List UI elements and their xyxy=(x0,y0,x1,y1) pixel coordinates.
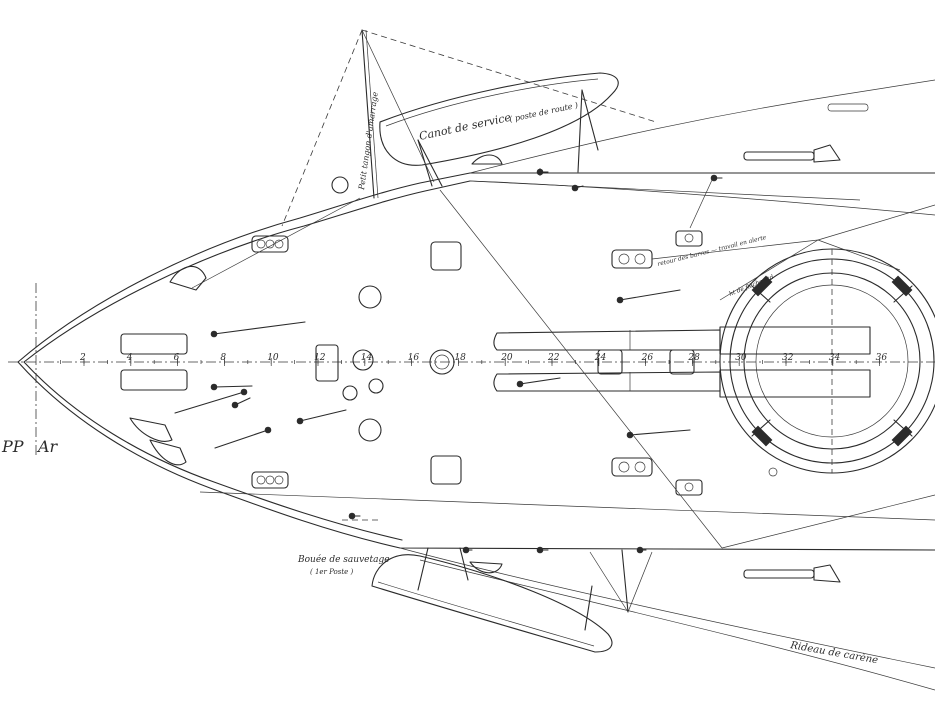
frame-number: 26 xyxy=(641,353,654,363)
fitting-head xyxy=(210,383,218,391)
hull-outline xyxy=(17,79,935,691)
fitting-rod xyxy=(299,409,347,422)
frame-number: 6 xyxy=(174,353,180,363)
frame-number: 8 xyxy=(220,353,226,363)
frame-number: 36 xyxy=(876,353,888,363)
anchor-gear xyxy=(129,154,503,574)
deck-fittings xyxy=(174,168,723,554)
fitting-head xyxy=(348,512,356,520)
frame-number: 14 xyxy=(361,353,373,363)
pp-label: PP xyxy=(1,437,24,456)
fitting-rod xyxy=(174,391,245,414)
frame-number: 16 xyxy=(408,353,420,363)
fitting-head xyxy=(462,546,470,554)
fitting-rod xyxy=(214,429,269,449)
fitting-rod xyxy=(519,377,561,385)
fitting-head xyxy=(571,184,579,192)
bollards xyxy=(251,230,778,496)
bouee-note: ( 1er Poste ) xyxy=(310,568,354,576)
fitting-head xyxy=(240,388,248,396)
frame-number: 24 xyxy=(594,353,607,363)
canot-label: Canot de service xyxy=(418,111,513,143)
bouee-label: Bouée de sauvetage xyxy=(297,554,390,565)
rigging-lines xyxy=(191,168,935,549)
fitting-head xyxy=(536,546,544,554)
fitting-head xyxy=(231,401,239,409)
fitting-head xyxy=(516,380,524,388)
fitting-head xyxy=(296,417,304,425)
canot-note: ( poste de route ) xyxy=(509,101,579,124)
fitting-head xyxy=(264,426,272,434)
fitting-head xyxy=(616,296,624,304)
frame-number: 4 xyxy=(126,353,133,363)
secondary-guns xyxy=(743,103,869,583)
tangon-spar xyxy=(281,29,657,227)
gun-barrels xyxy=(493,326,871,398)
frame-number: 32 xyxy=(782,353,794,363)
fitting-head xyxy=(626,431,634,439)
fitting-head xyxy=(636,546,644,554)
fitting-head xyxy=(536,168,544,176)
fitting-head xyxy=(210,330,218,338)
fitting-rod xyxy=(213,385,253,388)
fitting-head xyxy=(710,174,718,182)
deck-hatches xyxy=(120,241,695,485)
bouee-boat xyxy=(371,554,613,653)
fitting-rod xyxy=(619,289,681,301)
frame-number: 10 xyxy=(267,353,279,363)
drawing-labels: PP Ar Canot de service ( poste de route … xyxy=(1,91,879,666)
ar-label: Ar xyxy=(36,437,59,456)
canot-de-service-boat xyxy=(379,72,619,166)
boat-davits xyxy=(417,89,653,631)
frame-number: 30 xyxy=(735,353,747,363)
frame-number: 20 xyxy=(500,353,513,363)
frame-ticks xyxy=(60,358,880,366)
fitting-rod xyxy=(629,429,691,436)
frame-number: 12 xyxy=(314,353,326,363)
main-turret xyxy=(719,248,935,474)
cable-label-1: retour des barres — travail en alerte xyxy=(657,234,768,268)
frame-number: 34 xyxy=(829,353,841,363)
frame-number: 18 xyxy=(454,353,466,363)
centre-line xyxy=(8,283,935,455)
frame-number: 22 xyxy=(547,353,560,363)
frame-number: 2 xyxy=(79,353,86,363)
fitting-rod xyxy=(213,321,306,335)
